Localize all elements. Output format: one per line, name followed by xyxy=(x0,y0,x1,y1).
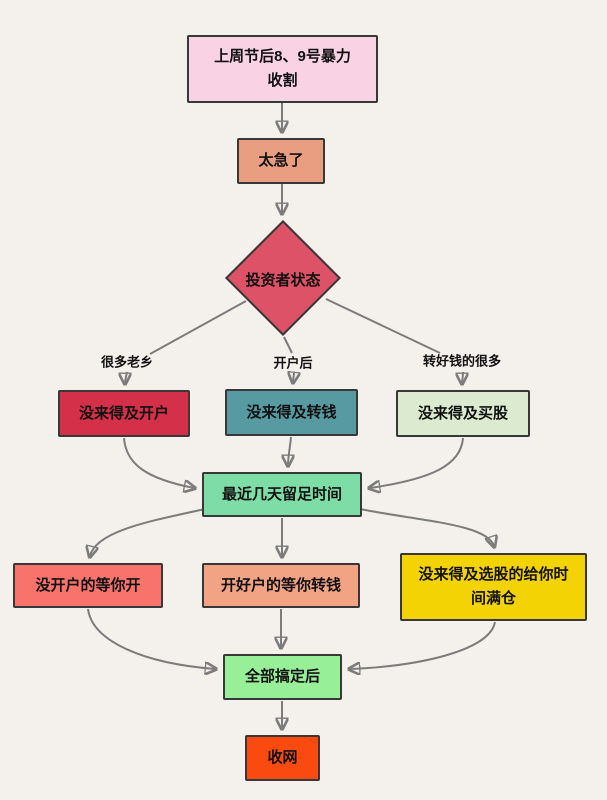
edge-label-middle: 开户后 xyxy=(273,355,313,371)
node-wait-open: 没开户的等你开 xyxy=(13,563,163,608)
node-no-buy: 没来得及买股 xyxy=(396,390,530,437)
edge-state-right xyxy=(325,298,441,354)
edge-state-left xyxy=(149,300,247,355)
edge-wait-open-all-done xyxy=(87,608,215,669)
edge-right-no-buy xyxy=(462,371,463,383)
edge-label-left: 很多老乡 xyxy=(100,354,154,370)
edge-leave-time-full xyxy=(359,508,494,546)
node-time-full: 没来得及选股的给你时间满仓 xyxy=(400,553,587,621)
decision-diamond-label: 投资者状态 xyxy=(245,272,321,289)
edge-state-middle xyxy=(283,336,293,354)
edge-label-right: 转好钱的很多 xyxy=(422,353,502,369)
node-no-account: 没来得及开户 xyxy=(58,390,190,437)
edge-middle-no-transfer xyxy=(293,373,294,382)
node-wait-transfer: 开好户的等你转钱 xyxy=(202,563,360,608)
node-too-fast: 太急了 xyxy=(237,138,325,184)
node-start: 上周节后8、9号暴力收割 xyxy=(187,35,378,103)
node-leave-time: 最近几天留足时间 xyxy=(202,472,362,517)
node-no-transfer: 没来得及转钱 xyxy=(225,389,358,436)
edge-no-transfer-leave xyxy=(288,436,291,465)
node-all-done: 全部搞定后 xyxy=(223,654,342,700)
edge-no-account-leave xyxy=(123,437,194,488)
edge-leave-wait-open xyxy=(90,508,206,556)
edge-no-buy-leave xyxy=(370,437,464,488)
edge-left-no-account xyxy=(125,371,127,383)
node-harvest: 收网 xyxy=(245,735,320,781)
edge-time-full-all-done xyxy=(350,621,496,669)
